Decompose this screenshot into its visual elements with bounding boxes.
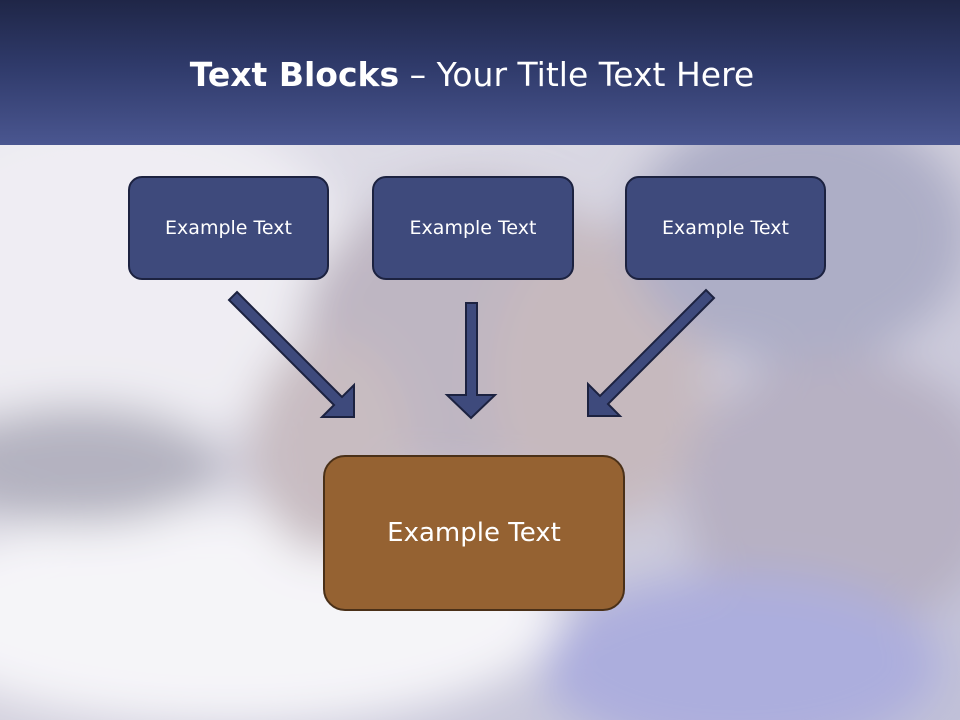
slide-title: Text Blocks – Your Title Text Here: [0, 52, 944, 98]
main-block-label: Example Text: [387, 518, 561, 548]
block-3-label: Example Text: [662, 217, 789, 239]
title-bar: Text Blocks – Your Title Text Here: [0, 0, 960, 145]
main-text-block: Example Text: [323, 455, 625, 611]
block-1-label: Example Text: [165, 217, 292, 239]
title-bold-text: Text Blocks: [189, 55, 400, 94]
example-text-block-3: Example Text: [625, 176, 826, 280]
example-text-block-1: Example Text: [128, 176, 329, 280]
example-text-block-2: Example Text: [372, 176, 574, 280]
block-2-label: Example Text: [409, 217, 537, 239]
title-rest-text: – Your Title Text Here: [399, 55, 755, 94]
